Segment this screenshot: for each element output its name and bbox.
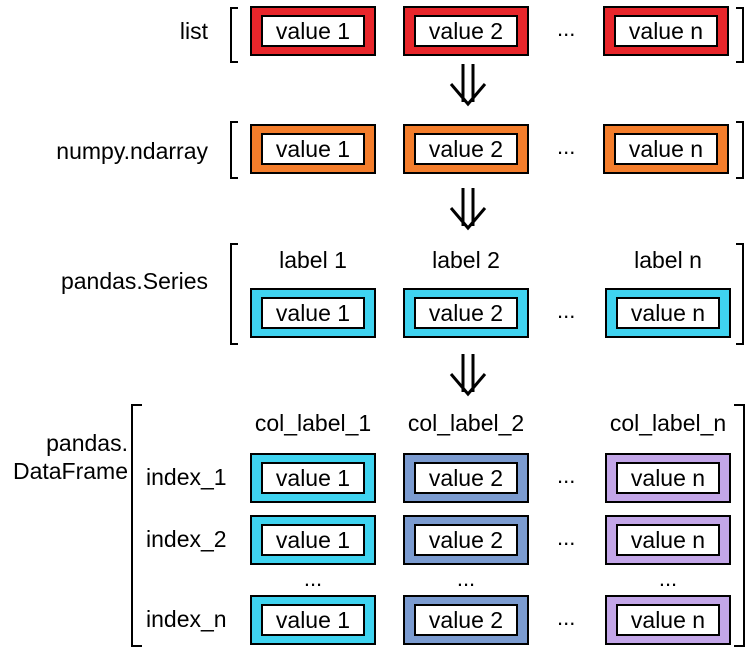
df-value-n-n: value n [616,604,720,636]
df-cell-2-2: value 2 [403,515,529,565]
ndarray-cell-1: value 1 [250,124,376,174]
dataframe-brackets [131,404,745,647]
df-cell-2-n: value n [605,515,731,565]
df-vertical-ellipsis-1: ... [303,566,323,591]
df-cell-1-1: value 1 [250,453,376,503]
df-rown-ellipsis: ... [557,605,576,630]
series-cell-n: value n [605,288,731,338]
df-value-n-1: value 1 [261,604,365,636]
list-brackets [230,7,744,63]
df-cell-1-n: value n [605,453,731,503]
ndarray-ellipsis: ... [557,134,576,159]
series-value-1: value 1 [261,297,365,329]
df-index-2: index_2 [146,526,227,552]
df-value-2-n: value n [616,524,720,556]
series-label-n: label n [634,247,702,273]
dataframe-title-line2: DataFrame [12,458,128,484]
list-value-n: value n [614,15,718,47]
df-cell-n-2: value 2 [403,595,529,645]
list-value-2: value 2 [414,15,518,47]
series-value-n: value n [616,297,720,329]
dataframe-title-line1: pandas. [46,430,128,456]
double-down-arrow-icon [449,188,487,231]
series-label-2: label 2 [432,247,500,273]
list-cell-n: value n [603,6,729,56]
series-brackets [230,243,744,345]
df-value-1-n: value n [616,462,720,494]
series-title: pandas.Series [60,268,208,294]
series-cell-1: value 1 [250,288,376,338]
df-col-label-n: col_label_n [609,410,727,436]
ndarray-cell-n: value n [603,124,729,174]
df-value-1-1: value 1 [261,462,365,494]
list-cell-2: value 2 [403,6,529,56]
double-down-arrow-icon [449,354,487,397]
list-title: list [179,18,208,44]
list-ellipsis: ... [557,16,576,41]
ndarray-value-n: value n [614,133,718,165]
ndarray-cell-2: value 2 [403,124,529,174]
df-value-1-2: value 2 [414,462,518,494]
df-cell-1-2: value 2 [403,453,529,503]
series-ellipsis: ... [557,298,576,323]
list-cell-1: value 1 [250,6,376,56]
df-col-label-1: col_label_1 [254,410,372,436]
series-cell-2: value 2 [403,288,529,338]
df-col-label-2: col_label_2 [407,410,525,436]
df-vertical-ellipsis-2: ... [456,566,476,591]
series-value-2: value 2 [414,297,518,329]
df-value-n-2: value 2 [414,604,518,636]
series-label-1: label 1 [279,247,347,273]
df-cell-n-n: value n [605,595,731,645]
df-cell-n-1: value 1 [250,595,376,645]
df-row2-ellipsis: ... [557,525,576,550]
ndarray-value-1: value 1 [261,133,365,165]
list-value-1: value 1 [261,15,365,47]
df-index-n: index_n [146,606,227,632]
df-cell-2-1: value 1 [250,515,376,565]
df-vertical-ellipsis-n: ... [658,566,678,591]
df-index-1: index_1 [146,464,227,490]
df-value-2-2: value 2 [414,524,518,556]
double-down-arrow-icon [449,64,487,107]
df-value-2-1: value 1 [261,524,365,556]
ndarray-value-2: value 2 [414,133,518,165]
ndarray-title: numpy.ndarray [56,138,208,164]
df-row1-ellipsis: ... [557,463,576,488]
ndarray-brackets [230,121,744,179]
